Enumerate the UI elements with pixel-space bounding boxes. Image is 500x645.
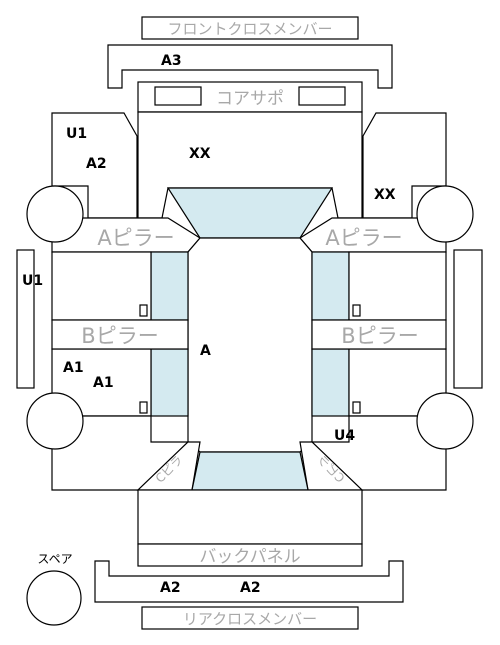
front-left-wheel	[26, 185, 84, 243]
right-front-door-handle	[352, 304, 361, 317]
grade-front-left-u: U1	[66, 126, 87, 142]
window-left-rear	[150, 348, 189, 417]
window-right-rear	[311, 348, 350, 417]
b-pillar-right	[311, 319, 447, 350]
front-cross-member-label: フロントクロスメンバー	[167, 20, 332, 38]
a-pillar-left-label: Aピラー	[97, 226, 174, 250]
window-left-front	[150, 251, 189, 321]
grade-front-left-a: A2	[86, 156, 107, 172]
grade-rear-cross-1: A2	[160, 580, 181, 596]
headlight-right	[298, 86, 346, 106]
back-panel	[137, 543, 363, 567]
side-sill-left	[16, 249, 35, 389]
grade-floor: A	[200, 343, 211, 359]
front-cross-member-box	[141, 16, 359, 40]
left-front-door-handle	[139, 304, 148, 317]
rear-left-wheel	[26, 392, 84, 450]
a-pillar-right-label: Aピラー	[325, 226, 402, 250]
grade-front-cross: A3	[161, 53, 182, 69]
b-pillar-left	[51, 319, 189, 350]
side-sill-right	[453, 249, 483, 389]
spare-tire	[26, 570, 82, 626]
back-panel-label: バックパネル	[199, 547, 300, 567]
grade-rear-cross-2: A2	[240, 580, 261, 596]
core-support-label: コアサポ	[216, 89, 284, 109]
headlight-left	[154, 86, 202, 106]
grade-rear-right: U4	[334, 428, 355, 444]
rear-cross-member-box	[141, 606, 359, 630]
windshield	[166, 187, 334, 239]
rear-bumper-bracket	[94, 560, 404, 603]
b-pillar-right-label: Bピラー	[341, 324, 418, 348]
left-front-door	[51, 251, 152, 321]
front-right-wheel	[416, 185, 474, 243]
core-support: コアサポ	[137, 81, 363, 113]
rear-right-wheel	[416, 392, 474, 450]
front-right-fender	[362, 112, 447, 219]
front-cross-member: フロントクロスメンバー	[141, 16, 359, 40]
grade-front-right: XX	[374, 187, 396, 203]
spare-label: スペア	[37, 552, 72, 566]
right-front-door	[348, 251, 447, 321]
grade-side-left: U1	[22, 273, 43, 289]
b-pillar-left-label: Bピラー	[81, 324, 158, 348]
left-rear-door-handle	[139, 401, 148, 414]
trunk-floor	[137, 489, 363, 545]
rear-window	[191, 451, 309, 491]
front-bumper-bracket	[107, 44, 393, 89]
grade-cabin-left-2: A1	[93, 375, 114, 391]
grade-core: XX	[189, 146, 211, 162]
window-right-front	[311, 251, 350, 321]
rear-cross-member-label: リアクロスメンバー	[183, 610, 317, 628]
grade-cabin-left-1: A1	[63, 360, 84, 376]
right-rear-door-handle	[352, 401, 361, 414]
